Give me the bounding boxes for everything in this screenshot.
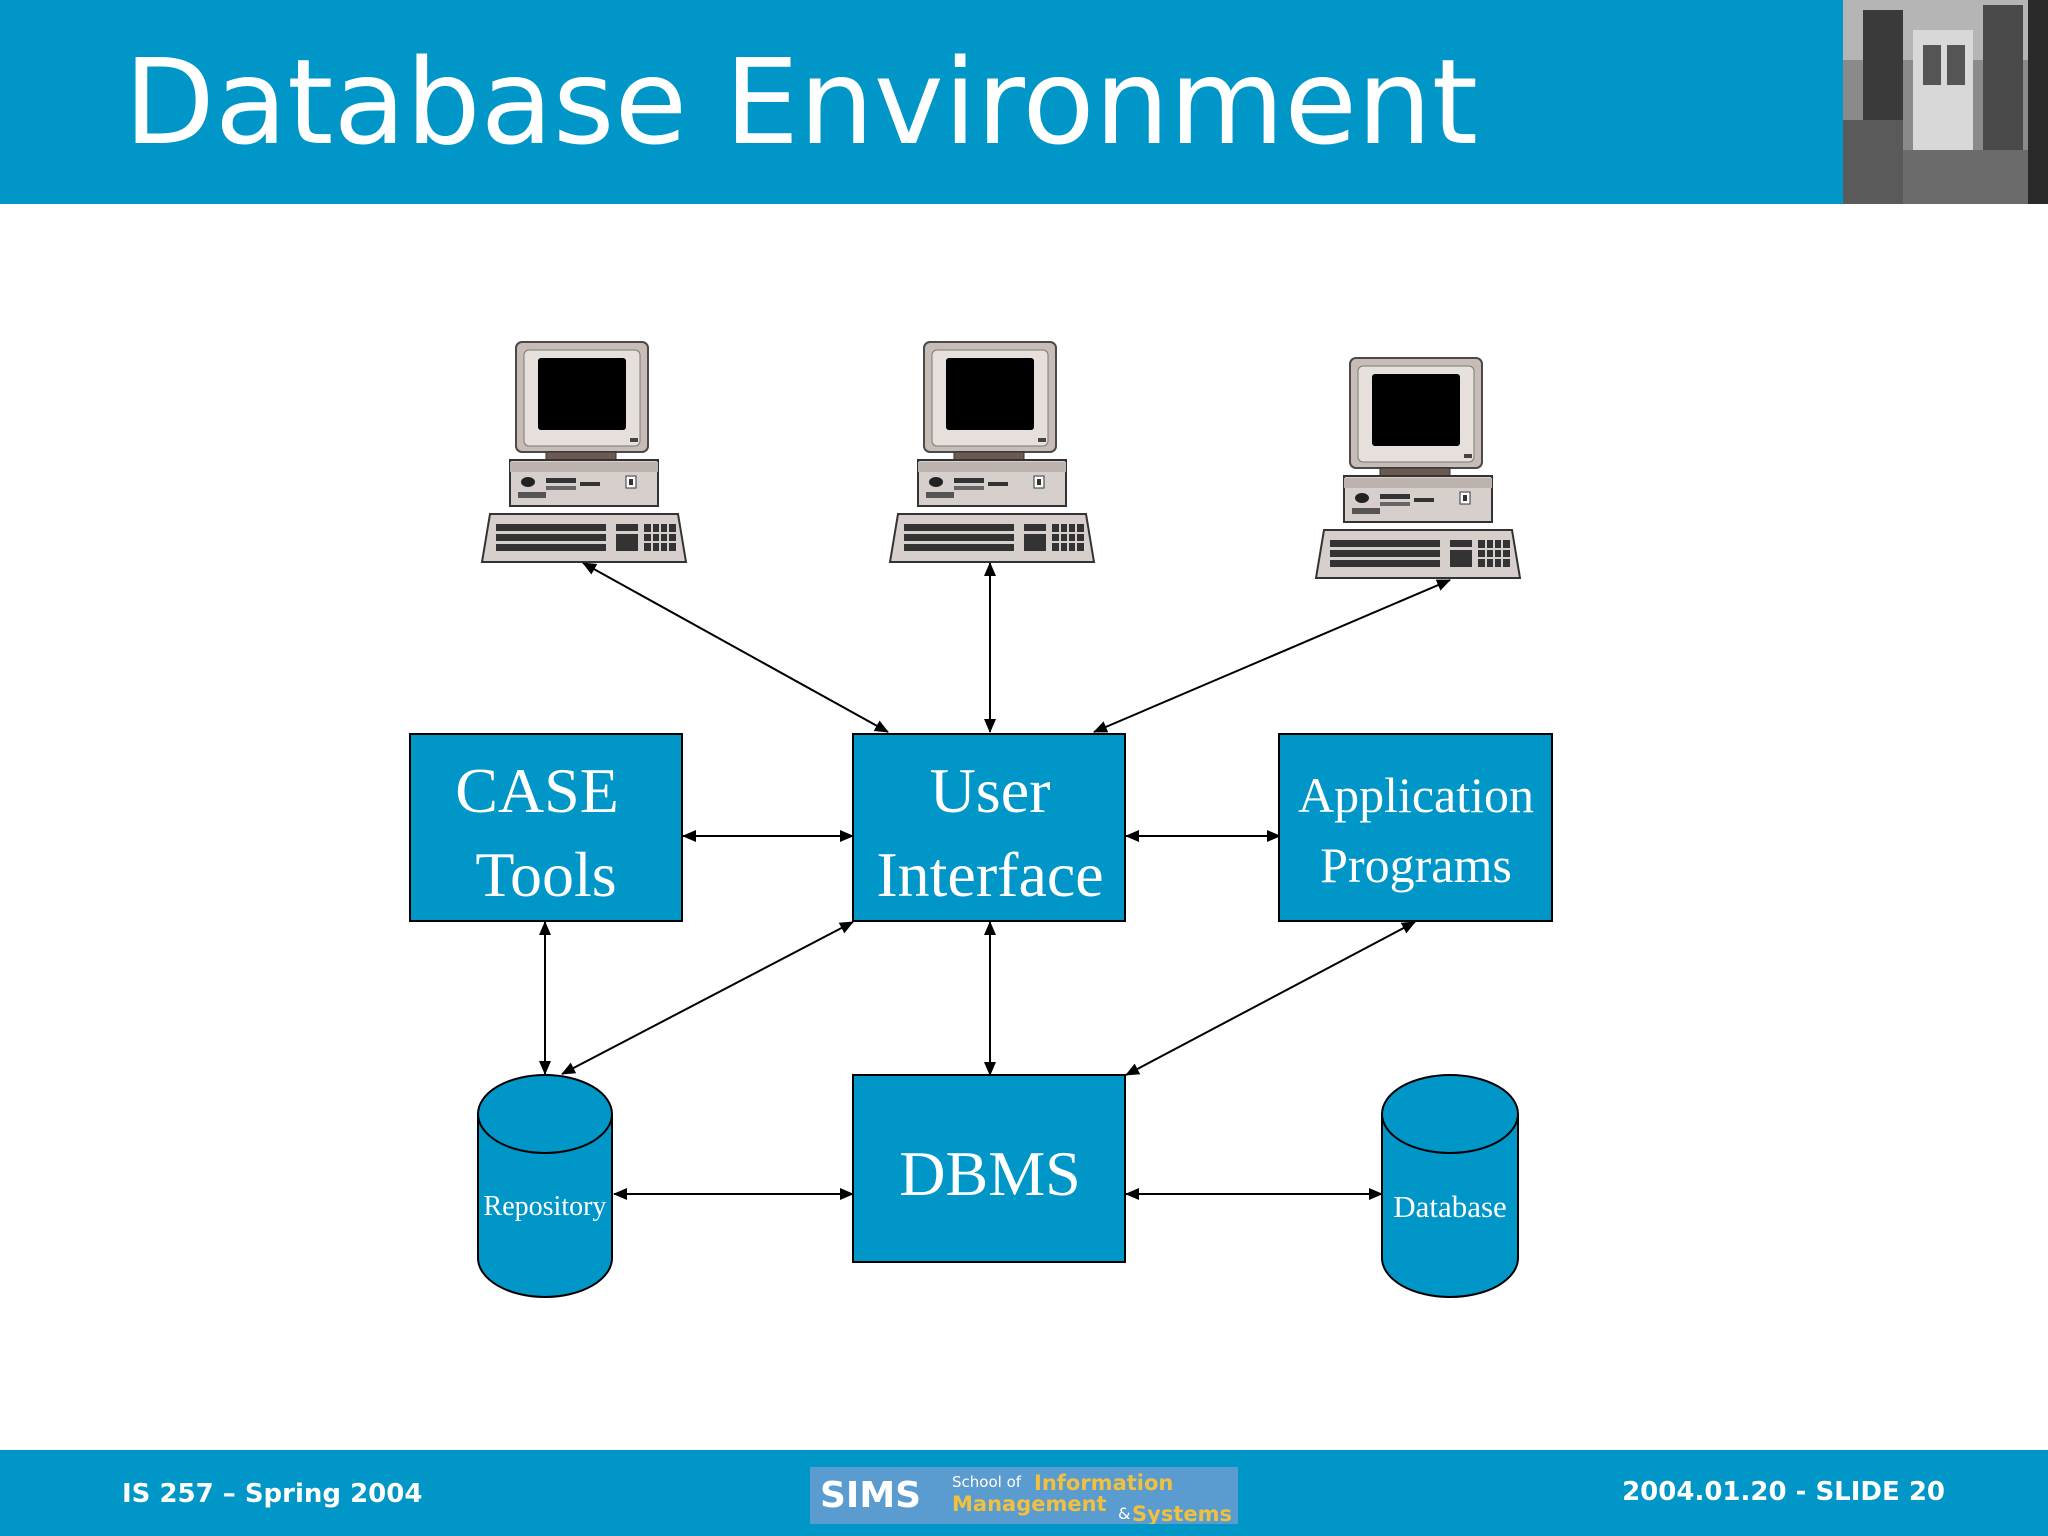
repository-label: Repository	[484, 1191, 607, 1222]
logo-information: Information	[1034, 1471, 1173, 1495]
application-programs-line2: Programs	[1320, 837, 1512, 893]
building-photo	[1843, 0, 2048, 204]
case-tools-line1: CASE	[455, 755, 619, 826]
application-programs-box: Application Programs	[1278, 733, 1553, 922]
slide-number: 2004.01.20 - SLIDE 20	[1622, 1477, 1945, 1507]
logo-management: Management	[952, 1492, 1107, 1516]
user-interface-box: User Interface	[852, 733, 1126, 922]
user-interface-line1: User	[930, 755, 1051, 826]
application-programs-line1: Application	[1298, 767, 1534, 823]
computer-icon-left	[481, 341, 687, 563]
arrow-apps-to-dbms	[1125, 921, 1416, 1076]
arrow-ui-to-repository	[561, 921, 854, 1075]
user-interface-line2: Interface	[876, 839, 1103, 910]
case-tools-box: CASE Tools	[409, 733, 683, 922]
arrow-computer-right-to-ui	[1093, 579, 1451, 733]
logo-ampersand: &	[1118, 1504, 1130, 1523]
arrow-computer-left-to-ui	[582, 562, 889, 733]
logo-systems: Systems	[1132, 1502, 1232, 1524]
case-tools-line2: Tools	[475, 839, 616, 910]
database-label: Database	[1393, 1189, 1507, 1224]
repository-cylinder: Repository	[477, 1074, 613, 1298]
slide-title: Database Environment	[124, 33, 1479, 171]
dbms-label: DBMS	[899, 1138, 1080, 1209]
database-cylinder: Database	[1381, 1074, 1519, 1298]
logo-school-of: School of	[952, 1473, 1022, 1491]
computer-icon-center	[889, 341, 1095, 563]
logo-sims-text: SIMS	[820, 1475, 921, 1516]
course-label: IS 257 – Spring 2004	[122, 1479, 423, 1509]
sims-logo: SIMS School of Information Management & …	[810, 1467, 1238, 1524]
header-bar	[0, 0, 2048, 204]
computer-icon-right	[1315, 357, 1521, 579]
dbms-box: DBMS	[852, 1074, 1126, 1263]
